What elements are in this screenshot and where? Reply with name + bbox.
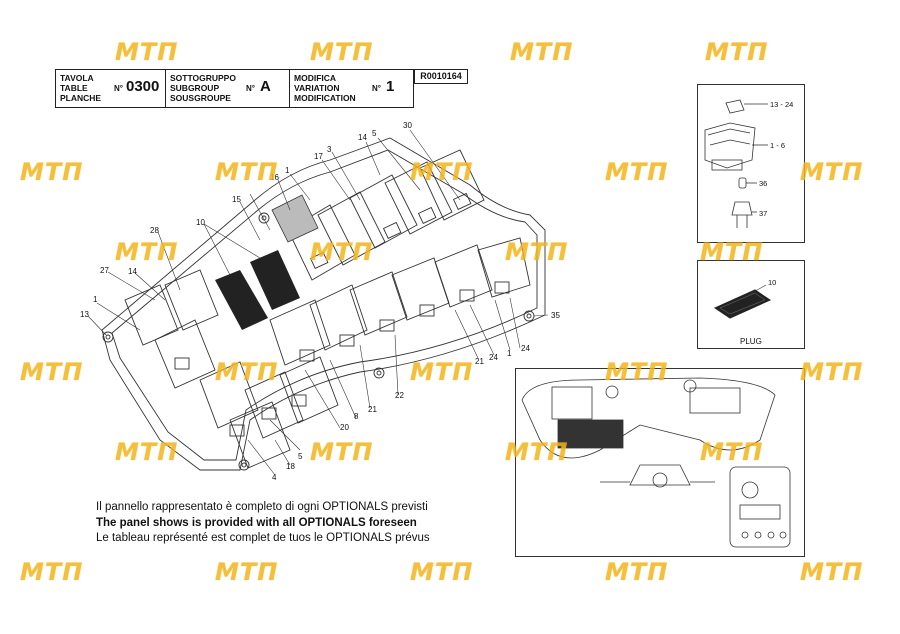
- subgroup-label-text: SOTTOGRUPPO SUBGROUP SOUSGROUPE: [170, 73, 236, 103]
- switch-callouts: 13 - 24 1 - 6 36 37: [759, 100, 793, 218]
- callout-4: 4: [272, 473, 277, 482]
- callout-35: 35: [551, 311, 560, 320]
- blank-plugs: [215, 250, 300, 330]
- callout-36: 36: [759, 179, 767, 188]
- callout-16: 16: [270, 173, 279, 182]
- callout-20: 20: [340, 423, 349, 432]
- callout-21b: 21: [368, 405, 377, 414]
- callout-3: 3: [327, 145, 332, 154]
- callout-5: 5: [372, 129, 377, 138]
- highlighted-switch: [271, 194, 319, 243]
- callout-17: 17: [314, 152, 323, 161]
- modification-no-sign: N°: [372, 84, 381, 93]
- leader-lines: [87, 129, 549, 476]
- callout-14: 14: [358, 133, 367, 142]
- dashboard-overview-box: [515, 368, 805, 557]
- callout-27: 27: [100, 266, 109, 275]
- subgroup-value: A: [260, 78, 271, 95]
- modification-cell: MODIFICA VARIATION MODIFICATION N° 1: [290, 70, 413, 107]
- callout-13-24: 13 - 24: [770, 100, 793, 109]
- plug-label: PLUG: [740, 337, 762, 346]
- subgroup-label: SOTTOGRUPPO SUBGROUP SOUSGROUPE: [170, 73, 236, 103]
- panel-outline: [101, 137, 546, 471]
- table-label: TAVOLA TABLE PLANCHE: [60, 73, 101, 103]
- table-no-sign: N°: [114, 84, 123, 93]
- callout-28: 28: [150, 226, 159, 235]
- table-label-text: TAVOLA TABLE PLANCHE: [60, 73, 102, 103]
- modification-label: MODIFICA VARIATION MODIFICATION: [294, 73, 356, 103]
- callout-24b: 24: [489, 353, 498, 362]
- callout-1: 1: [285, 166, 290, 175]
- callout-5b: 5: [298, 452, 303, 461]
- rocker-switch-drawing: [704, 99, 768, 228]
- callout-1c: 1: [507, 349, 512, 358]
- subgroup-no-sign: N°: [246, 84, 255, 93]
- table-cell: TAVOLA TABLE PLANCHE N° 0300: [56, 70, 166, 107]
- modification-label-text: MODIFICA VARIATION MODIFICATION: [294, 73, 356, 103]
- callout-10: 10: [196, 218, 205, 227]
- table-value: 0300: [126, 78, 160, 95]
- callout-24: 24: [521, 344, 530, 353]
- callout-21: 21: [475, 357, 484, 366]
- callout-22: 22: [395, 391, 404, 400]
- plug-drawing: 10: [713, 278, 776, 319]
- optionals-note: Il pannello rappresentato è completo di …: [96, 500, 476, 547]
- note-french: Le tableau représenté est complet de tuo…: [96, 532, 430, 544]
- title-block: TAVOLA TABLE PLANCHE N° 0300 SOTTOGRUPPO…: [55, 69, 414, 108]
- callout-15: 15: [232, 195, 241, 204]
- callout-1-6: 1 - 6: [770, 141, 785, 150]
- callout-30: 30: [403, 121, 412, 130]
- callout-10-plug: 10: [768, 278, 776, 287]
- reference-code: R0010164: [414, 69, 468, 84]
- subgroup-cell: SOTTOGRUPPO SUBGROUP SOUSGROUPE N° A: [166, 70, 290, 107]
- callout-8: 8: [354, 412, 359, 421]
- callout-labels: 30 5 14 17 3 16 1 15 10 28 27 14 1 13 35…: [80, 121, 560, 482]
- modification-value: 1: [386, 78, 395, 95]
- callout-18: 18: [286, 462, 295, 471]
- callout-1b: 1: [93, 295, 98, 304]
- callout-14b: 14: [128, 267, 137, 276]
- note-italian: Il pannello rappresentato è completo di …: [96, 501, 428, 513]
- note-english: The panel shows is provided with all OPT…: [96, 516, 417, 529]
- dashboard-drawing: [521, 377, 791, 548]
- callout-13: 13: [80, 310, 89, 319]
- callout-37: 37: [759, 209, 767, 218]
